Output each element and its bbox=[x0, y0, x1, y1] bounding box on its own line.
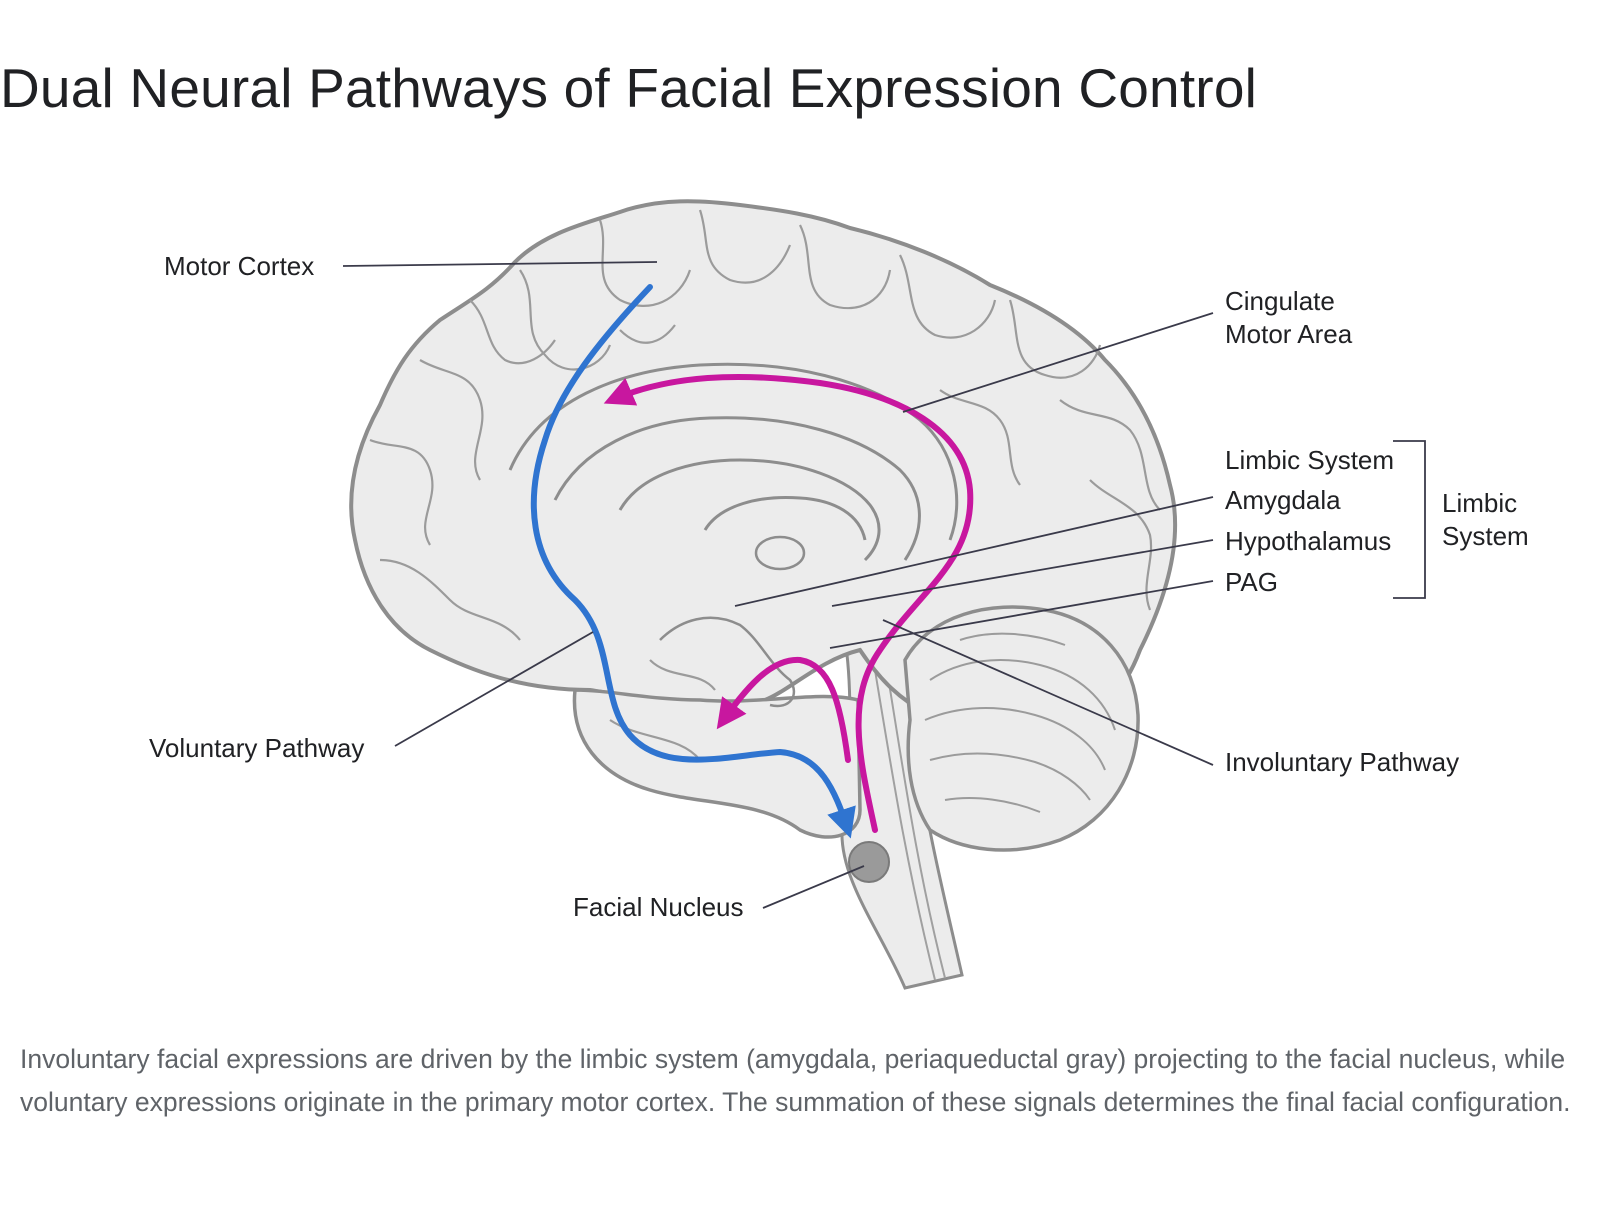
cerebellum-fold bbox=[944, 797, 1041, 813]
leader-involuntary bbox=[882, 619, 1214, 766]
leader-facial-nucleus bbox=[762, 865, 865, 909]
label-cingulate-line2: Motor Area bbox=[1225, 319, 1353, 349]
thalamus bbox=[754, 535, 806, 571]
leader-cingulate bbox=[902, 312, 1214, 413]
cerebellum-fold bbox=[924, 707, 1106, 771]
label-facial-nucleus: Facial Nucleus bbox=[573, 892, 744, 922]
leader-voluntary bbox=[394, 631, 594, 747]
limbic-bracket bbox=[1393, 440, 1426, 599]
involuntary-pathway-arrow bbox=[603, 373, 974, 833]
label-involuntary-pathway: Involuntary Pathway bbox=[1225, 747, 1459, 777]
gyrus-fold bbox=[598, 219, 692, 307]
gyrus-fold bbox=[1059, 399, 1161, 511]
cerebellum-fold bbox=[929, 659, 1116, 731]
brainstem-line bbox=[869, 639, 936, 981]
cingulate-gyrus bbox=[508, 362, 959, 541]
gyrus-fold bbox=[899, 254, 997, 339]
label-limbic-system: Limbic System bbox=[1225, 445, 1394, 475]
cerebellum-fold bbox=[959, 632, 1066, 646]
hippocampus-region bbox=[659, 616, 796, 708]
caption: Involuntary facial expressions are drive… bbox=[20, 1044, 1571, 1117]
involuntary-branch-arrow bbox=[716, 656, 851, 763]
brain-diagram: Motor Cortex Cingulate Motor Area Limbic… bbox=[149, 199, 1529, 990]
cerebellum-fold bbox=[929, 752, 1091, 801]
gyrus-fold bbox=[939, 389, 1021, 486]
label-pag: PAG bbox=[1225, 567, 1278, 597]
voluntary-pathway-arrow bbox=[530, 284, 856, 839]
label-bracket-line1: Limbic bbox=[1442, 488, 1517, 518]
fornix bbox=[703, 496, 867, 541]
leader-motor-cortex bbox=[342, 261, 658, 267]
label-hypothalamus: Hypothalamus bbox=[1225, 526, 1391, 556]
gyrus-fold bbox=[1008, 299, 1102, 379]
label-voluntary-pathway: Voluntary Pathway bbox=[149, 733, 364, 763]
cerebellum bbox=[903, 605, 1140, 852]
diagram-title: Dual Neural Pathways of Facial Expressio… bbox=[0, 57, 1258, 119]
leader-hypothalamus bbox=[831, 539, 1214, 607]
leader-amygdala bbox=[734, 496, 1214, 607]
gyrus-fold bbox=[1089, 479, 1153, 611]
gyrus-fold bbox=[519, 269, 612, 371]
facial-nucleus bbox=[848, 841, 890, 883]
gyrus-fold bbox=[698, 209, 792, 284]
label-cingulate-line1: Cingulate bbox=[1225, 286, 1335, 316]
label-bracket-line2: System bbox=[1442, 521, 1529, 551]
leader-pag bbox=[829, 580, 1214, 649]
gyrus-fold bbox=[649, 659, 716, 691]
gyrus-fold bbox=[419, 359, 484, 481]
corpus-callosum-inner bbox=[618, 458, 881, 562]
label-amygdala: Amygdala bbox=[1225, 485, 1341, 515]
gyrus-fold bbox=[369, 438, 434, 546]
gyrus-fold bbox=[619, 324, 676, 344]
corpus-callosum bbox=[553, 416, 921, 561]
gyrus-fold bbox=[469, 299, 556, 365]
gyrus-fold bbox=[379, 558, 521, 641]
gyrus-fold bbox=[799, 224, 892, 310]
label-motor-cortex: Motor Cortex bbox=[164, 251, 314, 281]
